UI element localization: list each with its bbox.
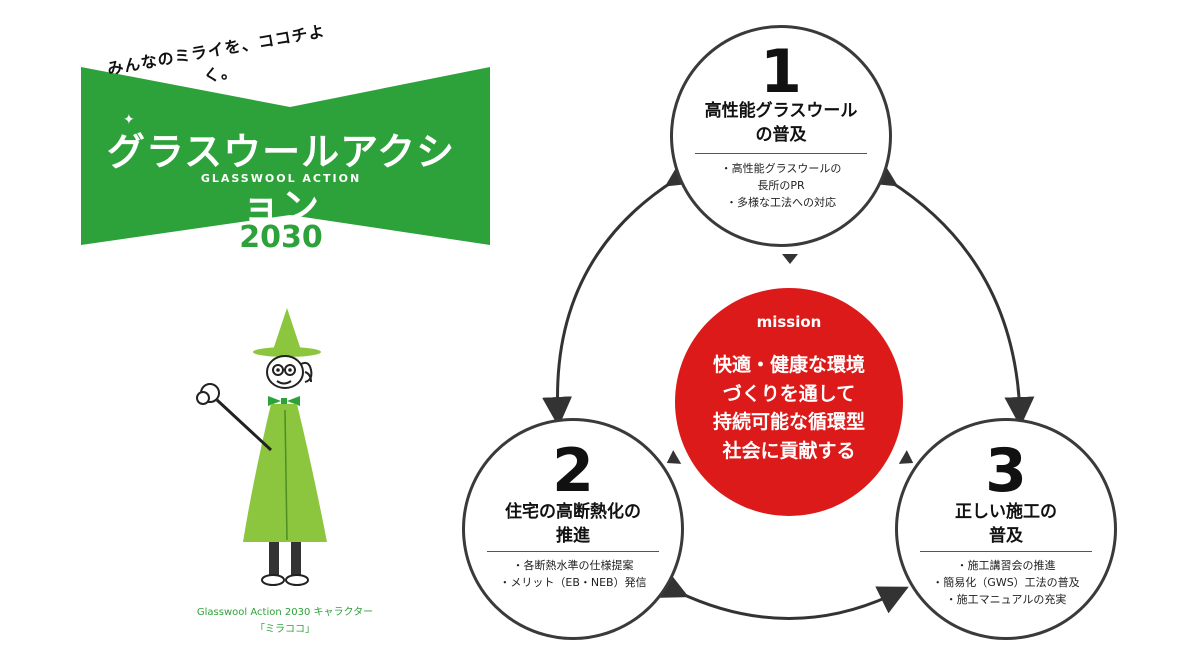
pillar-title-1: 高性能グラスウール の普及 [673,100,889,148]
pillar-number-1: 1 [760,37,802,107]
pillar-bullets-2: ・各断熱水準の仕様提案 ・メリット（EB・NEB）発信 [465,557,681,591]
pillar-bullet: ・メリット（EB・NEB）発信 [499,576,647,590]
logo-title: グラスウールアクション [106,130,456,229]
pillar-circle-2: 2 住宅の高断熱化の 推進 ・各断熱水準の仕様提案 ・メリット（EB・NEB）発… [462,418,684,640]
pillar-bullets-1: ・高性能グラスウールの 長所のPR ・多様な工法への対応 [673,160,889,211]
mascot-name: 「ミラココ」 [255,624,315,635]
cycle-arrows [542,157,1035,620]
pillar-number-3: 3 [985,436,1027,506]
pillar-divider [695,153,867,154]
pillar-bullet: 長所のPR [757,179,805,193]
pillar-title-line: 住宅の高断熱化の [505,502,641,522]
logo-subtitle: GLASSWOOL ACTION [200,172,362,185]
pillar-bullet: ・高性能グラスウールの [720,162,842,175]
pillar-bullet: ・多様な工法への対応 [726,196,836,210]
pillar-bullets-3: ・施工講習会の推進 ・簡易化（GWS）工法の普及 ・施工マニュアルの充実 [898,557,1114,608]
mission-line: 社会に貢献する [722,439,856,462]
logo-banner [81,67,490,245]
pillar-bullet: ・各断熱水準の仕様提案 [512,559,634,572]
mission-statement: 快適・健康な環境 づくりを通して 持続可能な循環型 社会に貢献する [675,351,903,465]
mission-line: 快適・健康な環境 [712,354,865,376]
mission-line: づくりを通して [722,382,856,405]
logo-year: 2030 [239,220,323,255]
mascot-illustration [196,308,327,586]
pillar-divider [487,551,659,552]
pillar-circle-3: 3 正しい施工の 普及 ・施工講習会の推進 ・簡易化（GWS）工法の普及 ・施工… [895,418,1117,640]
mascot-caption: Glasswool Action 2030 キャラクター [196,607,374,618]
mission-label: mission [756,313,822,331]
sparkle-icon: ✦ [123,112,135,128]
mission-cycle-diagram: 1 高性能グラスウール の普及 ・高性能グラスウールの 長所のPR ・多様な工法… [462,20,1170,660]
pillar-title-line: 推進 [556,525,590,546]
mission-circle: mission 快適・健康な環境 づくりを通して 持続可能な循環型 社会に貢献す… [675,288,903,516]
pillar-title-line: 高性能グラスウール [704,101,858,121]
pillar-circle-1: 1 高性能グラスウール の普及 ・高性能グラスウールの 長所のPR ・多様な工法… [670,25,892,247]
mission-line: 持続可能な循環型 [712,411,865,433]
pillar-divider [920,551,1092,552]
pillar-title-line: 正しい施工の [955,502,1057,522]
pillar-title-line: の普及 [755,124,807,145]
pillar-bullet: ・施工マニュアルの充実 [945,593,1067,607]
pillar-number-2: 2 [552,436,594,506]
pillar-title-line: 普及 [989,525,1023,546]
pillar-title-2: 住宅の高断熱化の 推進 [465,501,681,549]
pillar-bullet: ・施工講習会の推進 [956,559,1056,572]
pillar-bullet: ・簡易化（GWS）工法の普及 [932,576,1080,590]
pillar-title-3: 正しい施工の 普及 [898,501,1114,549]
